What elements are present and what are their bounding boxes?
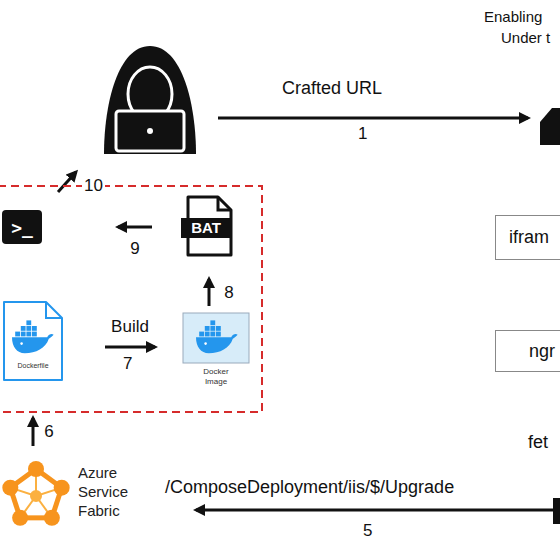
dockerfile-icon: Dockerfile bbox=[0, 300, 66, 382]
node-text: BAT bbox=[181, 218, 231, 238]
node-text: Azure Service Fabric bbox=[78, 464, 142, 520]
flow-arrow bbox=[105, 346, 155, 349]
flow-arrow bbox=[208, 279, 211, 306]
flow-arrow bbox=[32, 418, 35, 446]
attacker-icon bbox=[104, 46, 196, 154]
heading-text: Under t bbox=[499, 29, 552, 46]
edge-label: 8 bbox=[222, 283, 235, 303]
azure-service-fabric: Azure Service Fabric bbox=[0, 452, 150, 540]
node-text: ifram bbox=[509, 227, 549, 248]
dockerfile-icon-shape bbox=[0, 300, 66, 382]
edge-label: Crafted URL bbox=[280, 78, 384, 99]
flow-arrow bbox=[218, 117, 528, 120]
server-icon bbox=[553, 498, 560, 524]
node-text: >_ bbox=[11, 217, 33, 238]
container-group bbox=[0, 186, 262, 412]
callout-number: 1 bbox=[356, 124, 369, 144]
flow-arrow bbox=[196, 509, 556, 512]
edge-label: 9 bbox=[128, 239, 141, 259]
node-text: fet bbox=[526, 432, 550, 453]
callout-number: 5 bbox=[361, 521, 374, 541]
flow-arrow bbox=[118, 226, 152, 229]
process-box: ngr bbox=[495, 330, 560, 372]
flow-arrow bbox=[58, 172, 76, 192]
endpoint-path: /ComposeDeployment/iis/$/Upgrade bbox=[163, 477, 456, 498]
bat-file-icon: BAT bbox=[185, 195, 233, 257]
terminal-icon: >_ bbox=[2, 210, 42, 244]
callout-number: 10 bbox=[82, 176, 105, 196]
node-text: ngr bbox=[529, 341, 555, 362]
edge-label: 6 bbox=[42, 422, 55, 442]
node-text: Docker Image bbox=[196, 367, 236, 386]
heading-text: Enabling bbox=[482, 8, 544, 25]
node-text: Dockerfile bbox=[4, 362, 62, 369]
server-icon bbox=[540, 108, 560, 145]
edge-label: Build bbox=[109, 317, 151, 337]
process-box: ifram bbox=[495, 215, 560, 260]
callout-number: 7 bbox=[121, 354, 134, 374]
docker-image-icon: Docker Image bbox=[182, 312, 250, 388]
